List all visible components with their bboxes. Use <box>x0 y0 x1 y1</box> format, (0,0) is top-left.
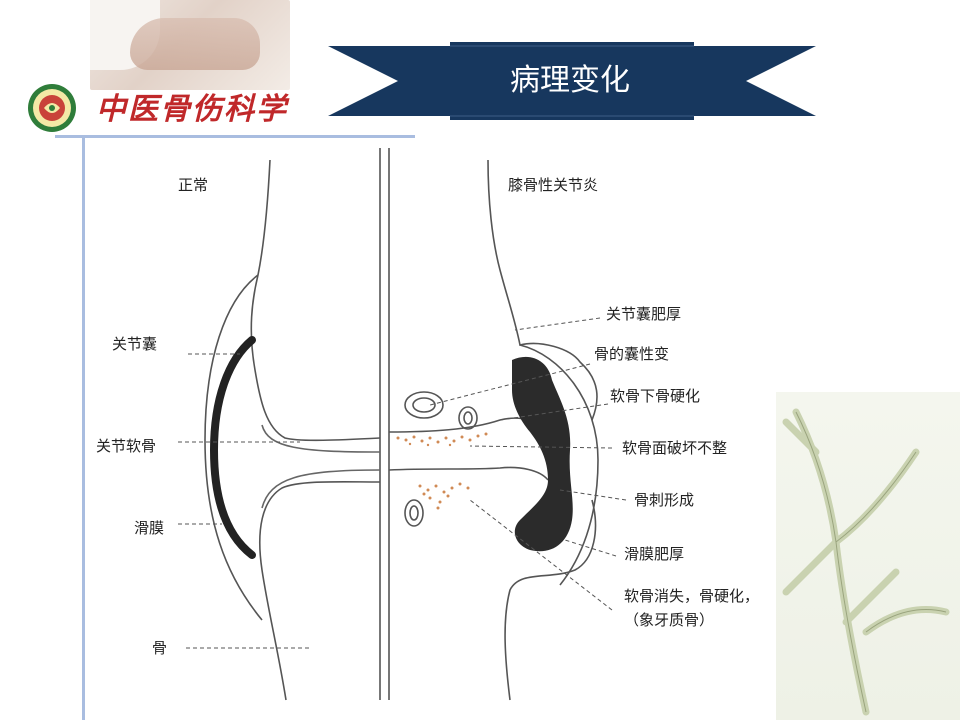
normal-tibia-outline <box>260 482 380 700</box>
label-cartilage-loss-2: （象牙质骨） <box>624 610 714 630</box>
cyst-lower-inner <box>410 506 418 520</box>
label-surface-damage: 软骨面破坏不整 <box>622 438 727 458</box>
oa-tibia-plateau <box>389 468 548 481</box>
cyst-small <box>459 407 477 429</box>
oa-synovial-lesion <box>512 357 573 551</box>
label-cystic-change: 骨的囊性变 <box>594 344 669 364</box>
normal-femur-outline <box>251 160 380 440</box>
label-bone: 骨 <box>152 638 167 658</box>
label-cartilage: 关节软骨 <box>96 436 156 456</box>
label-synovial-thickening: 滑膜肥厚 <box>624 544 684 564</box>
label-capsule-thickening: 关节囊肥厚 <box>606 304 681 324</box>
nerve-sketch-inset <box>776 392 960 720</box>
normal-synovium-band <box>214 340 252 555</box>
label-normal: 正常 <box>178 175 208 195</box>
label-oa: 膝骨性关节炎 <box>508 175 598 195</box>
leader-capsule-thick <box>515 318 600 330</box>
cyst-large <box>405 392 443 418</box>
label-synovium: 滑膜 <box>134 518 164 538</box>
nerve-branch-illustration <box>776 392 960 720</box>
label-osteophyte: 骨刺形成 <box>634 490 694 510</box>
label-subchondral-sclerosis: 软骨下骨硬化 <box>610 386 700 406</box>
sclerosis-dots <box>397 433 488 510</box>
leader-cyst <box>430 364 590 405</box>
label-capsule: 关节囊 <box>112 334 157 354</box>
cyst-small-inner <box>464 412 472 424</box>
label-cartilage-loss-1: 软骨消失，骨硬化， <box>624 586 759 606</box>
cyst-lower <box>405 500 423 526</box>
